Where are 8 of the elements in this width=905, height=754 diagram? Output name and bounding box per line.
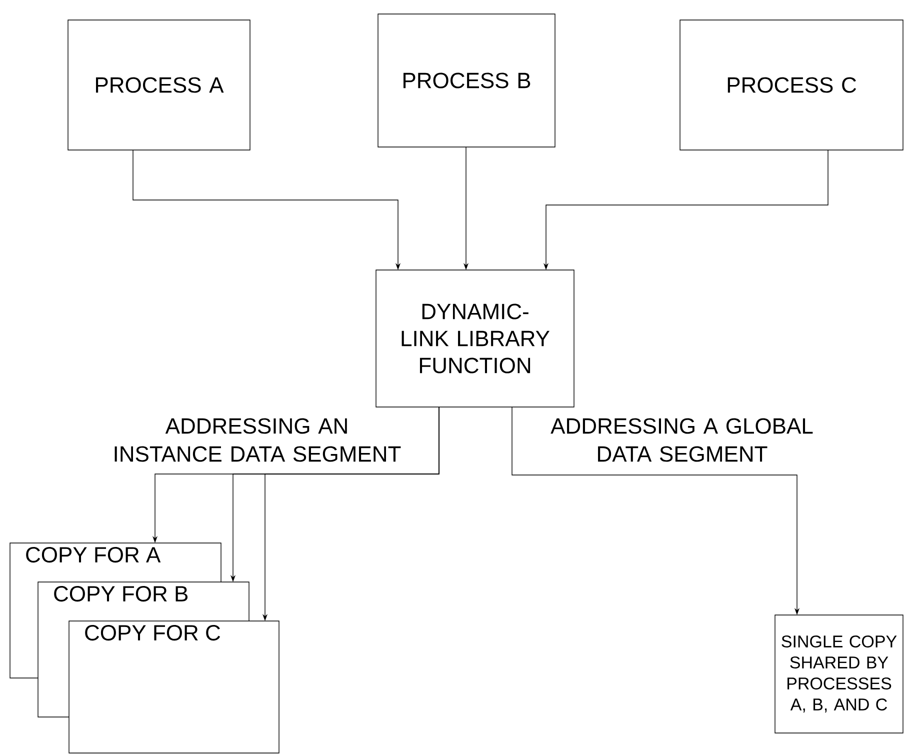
process-box: PROCESS A — [68, 20, 250, 150]
edge-label: ADDRESSING AN INSTANCE DATA SEGMENT — [114, 418, 401, 462]
shared-data-box: SINGLE COPY SHARED BY PROCESSES A, B, AND C — [774, 614, 904, 734]
data-copy-box: COPY FOR C — [68, 620, 280, 754]
process-box: PROCESS C — [680, 20, 904, 150]
library-box: DYNAMIC-LINK LIBRARY FUNCTION — [376, 270, 574, 408]
process-box: PROCESS B — [378, 14, 556, 148]
edge-label: ADDRESSING A GLOBAL DATA SEGMENT — [550, 418, 813, 462]
